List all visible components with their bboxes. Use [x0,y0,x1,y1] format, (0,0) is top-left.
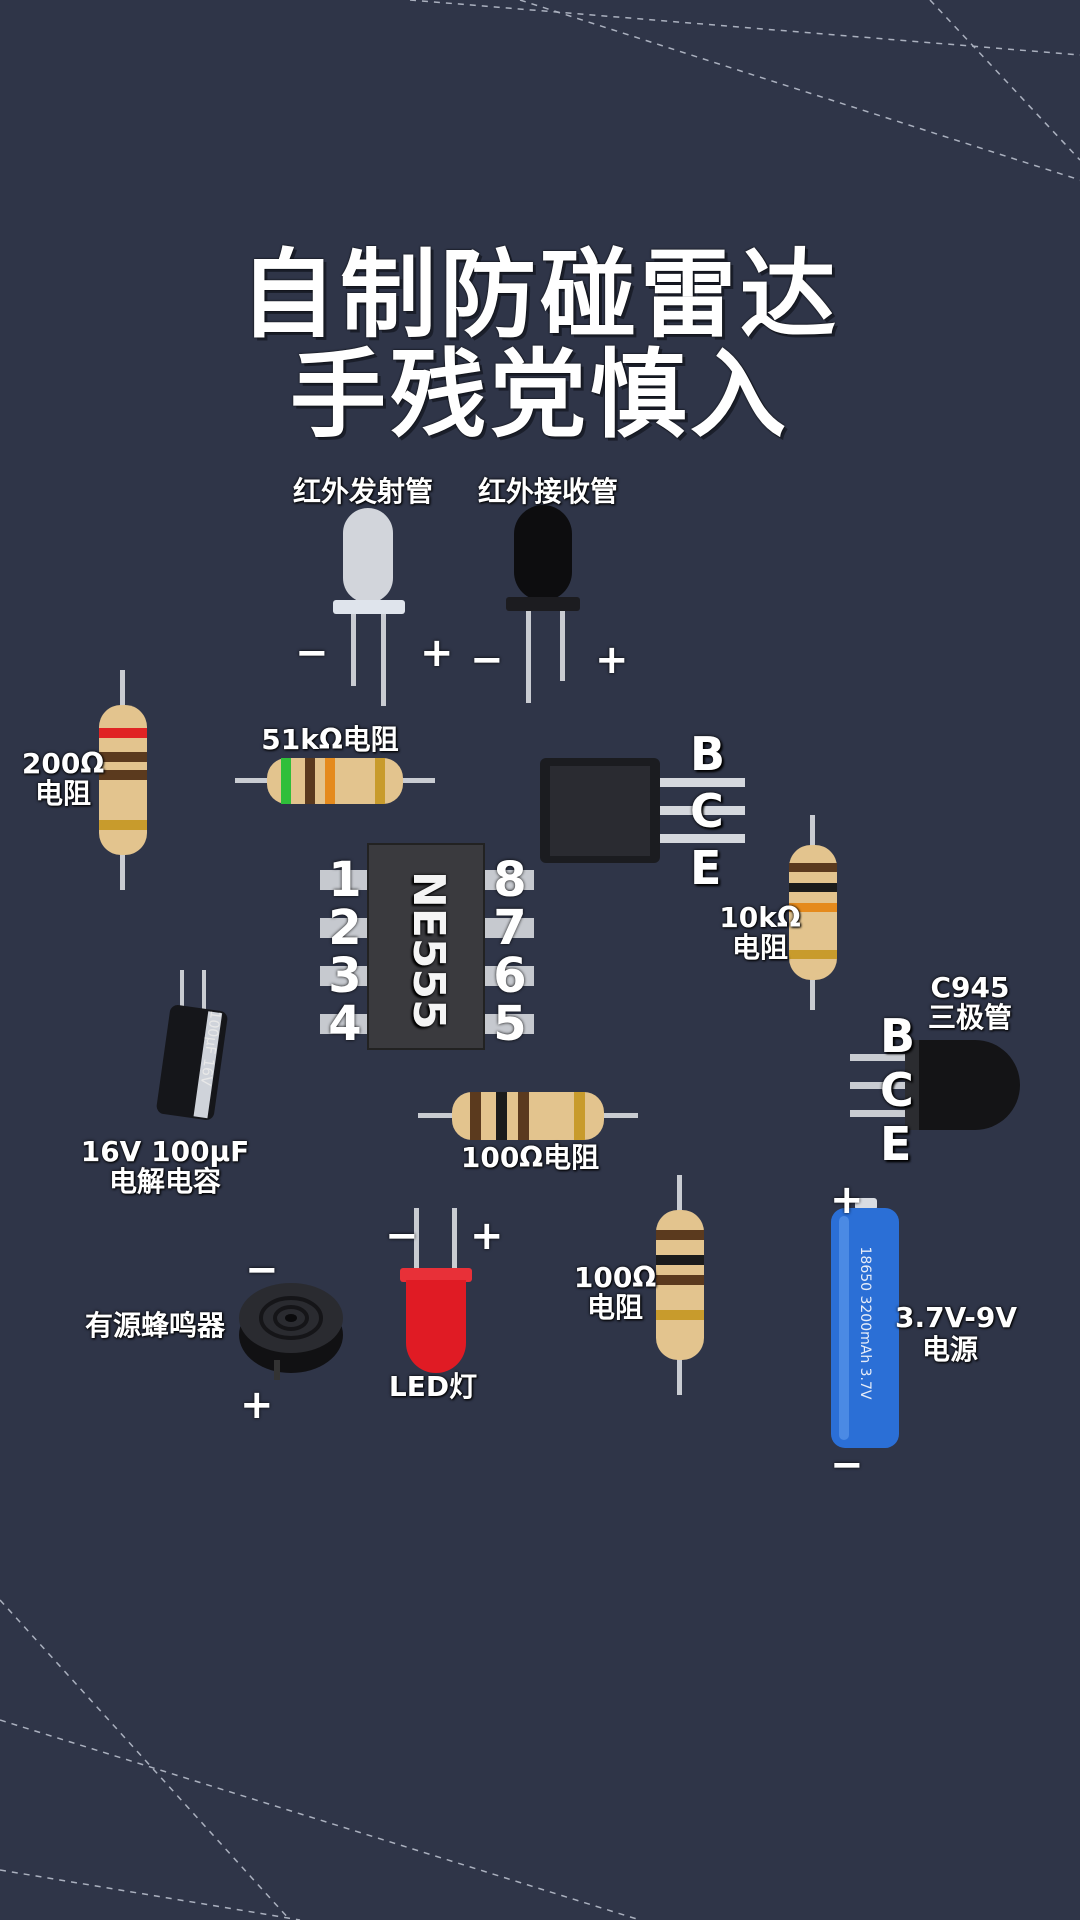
capacitor-label-line1: 16V 100μF [80,1135,250,1168]
resistor-100-a-label: 100Ω电阻 [460,1141,600,1174]
battery-label-line1: 3.7V-9V [895,1301,1018,1334]
resistor-100-b-icon [656,1175,704,1395]
ne555-pin-2: 2 [328,900,362,956]
resistor-200-icon [99,670,147,890]
resistor-10k-label-line2: 电阻 [731,931,788,964]
ne555-pin-7: 7 [493,900,527,956]
capacitor-label-line2: 电解电容 [108,1165,221,1198]
power-transistor-pin-b: B [690,727,726,781]
resistor-100-a-icon [418,1092,638,1140]
ne555-chip-icon [320,843,534,1050]
ir-receiver-label: 红外接收管 [477,475,618,508]
power-transistor-pin-c: C [690,784,724,838]
ne555-pin-8: 8 [493,852,527,908]
resistor-100-b-label-line2: 电阻 [586,1291,643,1324]
c945-label-line1: C945 [930,971,1010,1004]
c945-pin-e: E [880,1117,912,1171]
page-title-line2: 手残党慎入 [290,339,790,451]
c945-pin-c: C [880,1063,914,1117]
ir-receiver-minus: − [470,637,504,683]
resistor-200-label-line1: 200Ω [21,747,105,780]
ne555-pin-3: 3 [328,948,362,1004]
battery-plus: + [830,1177,864,1223]
ne555-pin-4: 4 [328,996,362,1052]
led-minus: − [385,1213,419,1259]
c945-transistor-icon [850,1040,1020,1130]
buzzer-label: 有源蜂鸣器 [84,1309,225,1342]
ir-emitter-label: 红外发射管 [292,475,433,508]
ir-receiver-icon [506,505,580,703]
resistor-51k-label: 51kΩ电阻 [261,723,399,756]
ir-receiver-plus: + [595,637,629,683]
resistor-10k-icon [789,815,837,1010]
resistor-200-label-line2: 电阻 [34,777,91,810]
c945-pin-b: B [880,1009,916,1063]
c945-label-line2: 三极管 [927,1001,1012,1034]
ne555-chip-text: NE555 [403,871,454,1030]
buzzer-icon [239,1283,343,1380]
led-label: LED灯 [388,1370,478,1403]
buzzer-minus: − [245,1247,279,1293]
power-transistor-pin-e: E [690,841,722,895]
battery-icon [831,1198,899,1448]
ir-emitter-icon [333,508,405,706]
led-plus: + [470,1213,504,1259]
ir-emitter-plus: + [420,630,454,676]
ir-emitter-minus: − [295,630,329,676]
page-title-line1: 自制防碰雷达 [240,239,840,351]
battery-print: 18650 3200mAh 3.7V [857,1246,873,1400]
battery-label-line2: 电源 [921,1333,978,1366]
ne555-pin-1: 1 [328,852,362,908]
capacitor-icon [156,970,228,1120]
buzzer-plus: + [240,1382,274,1428]
ne555-pin-6: 6 [493,948,527,1004]
resistor-10k-label-line1: 10kΩ [719,901,801,934]
resistor-100-b-label-line1: 100Ω [573,1261,657,1294]
battery-minus: − [830,1442,864,1488]
led-icon [400,1208,472,1373]
ne555-pin-5: 5 [493,996,527,1052]
resistor-51k-icon [235,758,435,804]
power-transistor-icon [540,758,745,863]
